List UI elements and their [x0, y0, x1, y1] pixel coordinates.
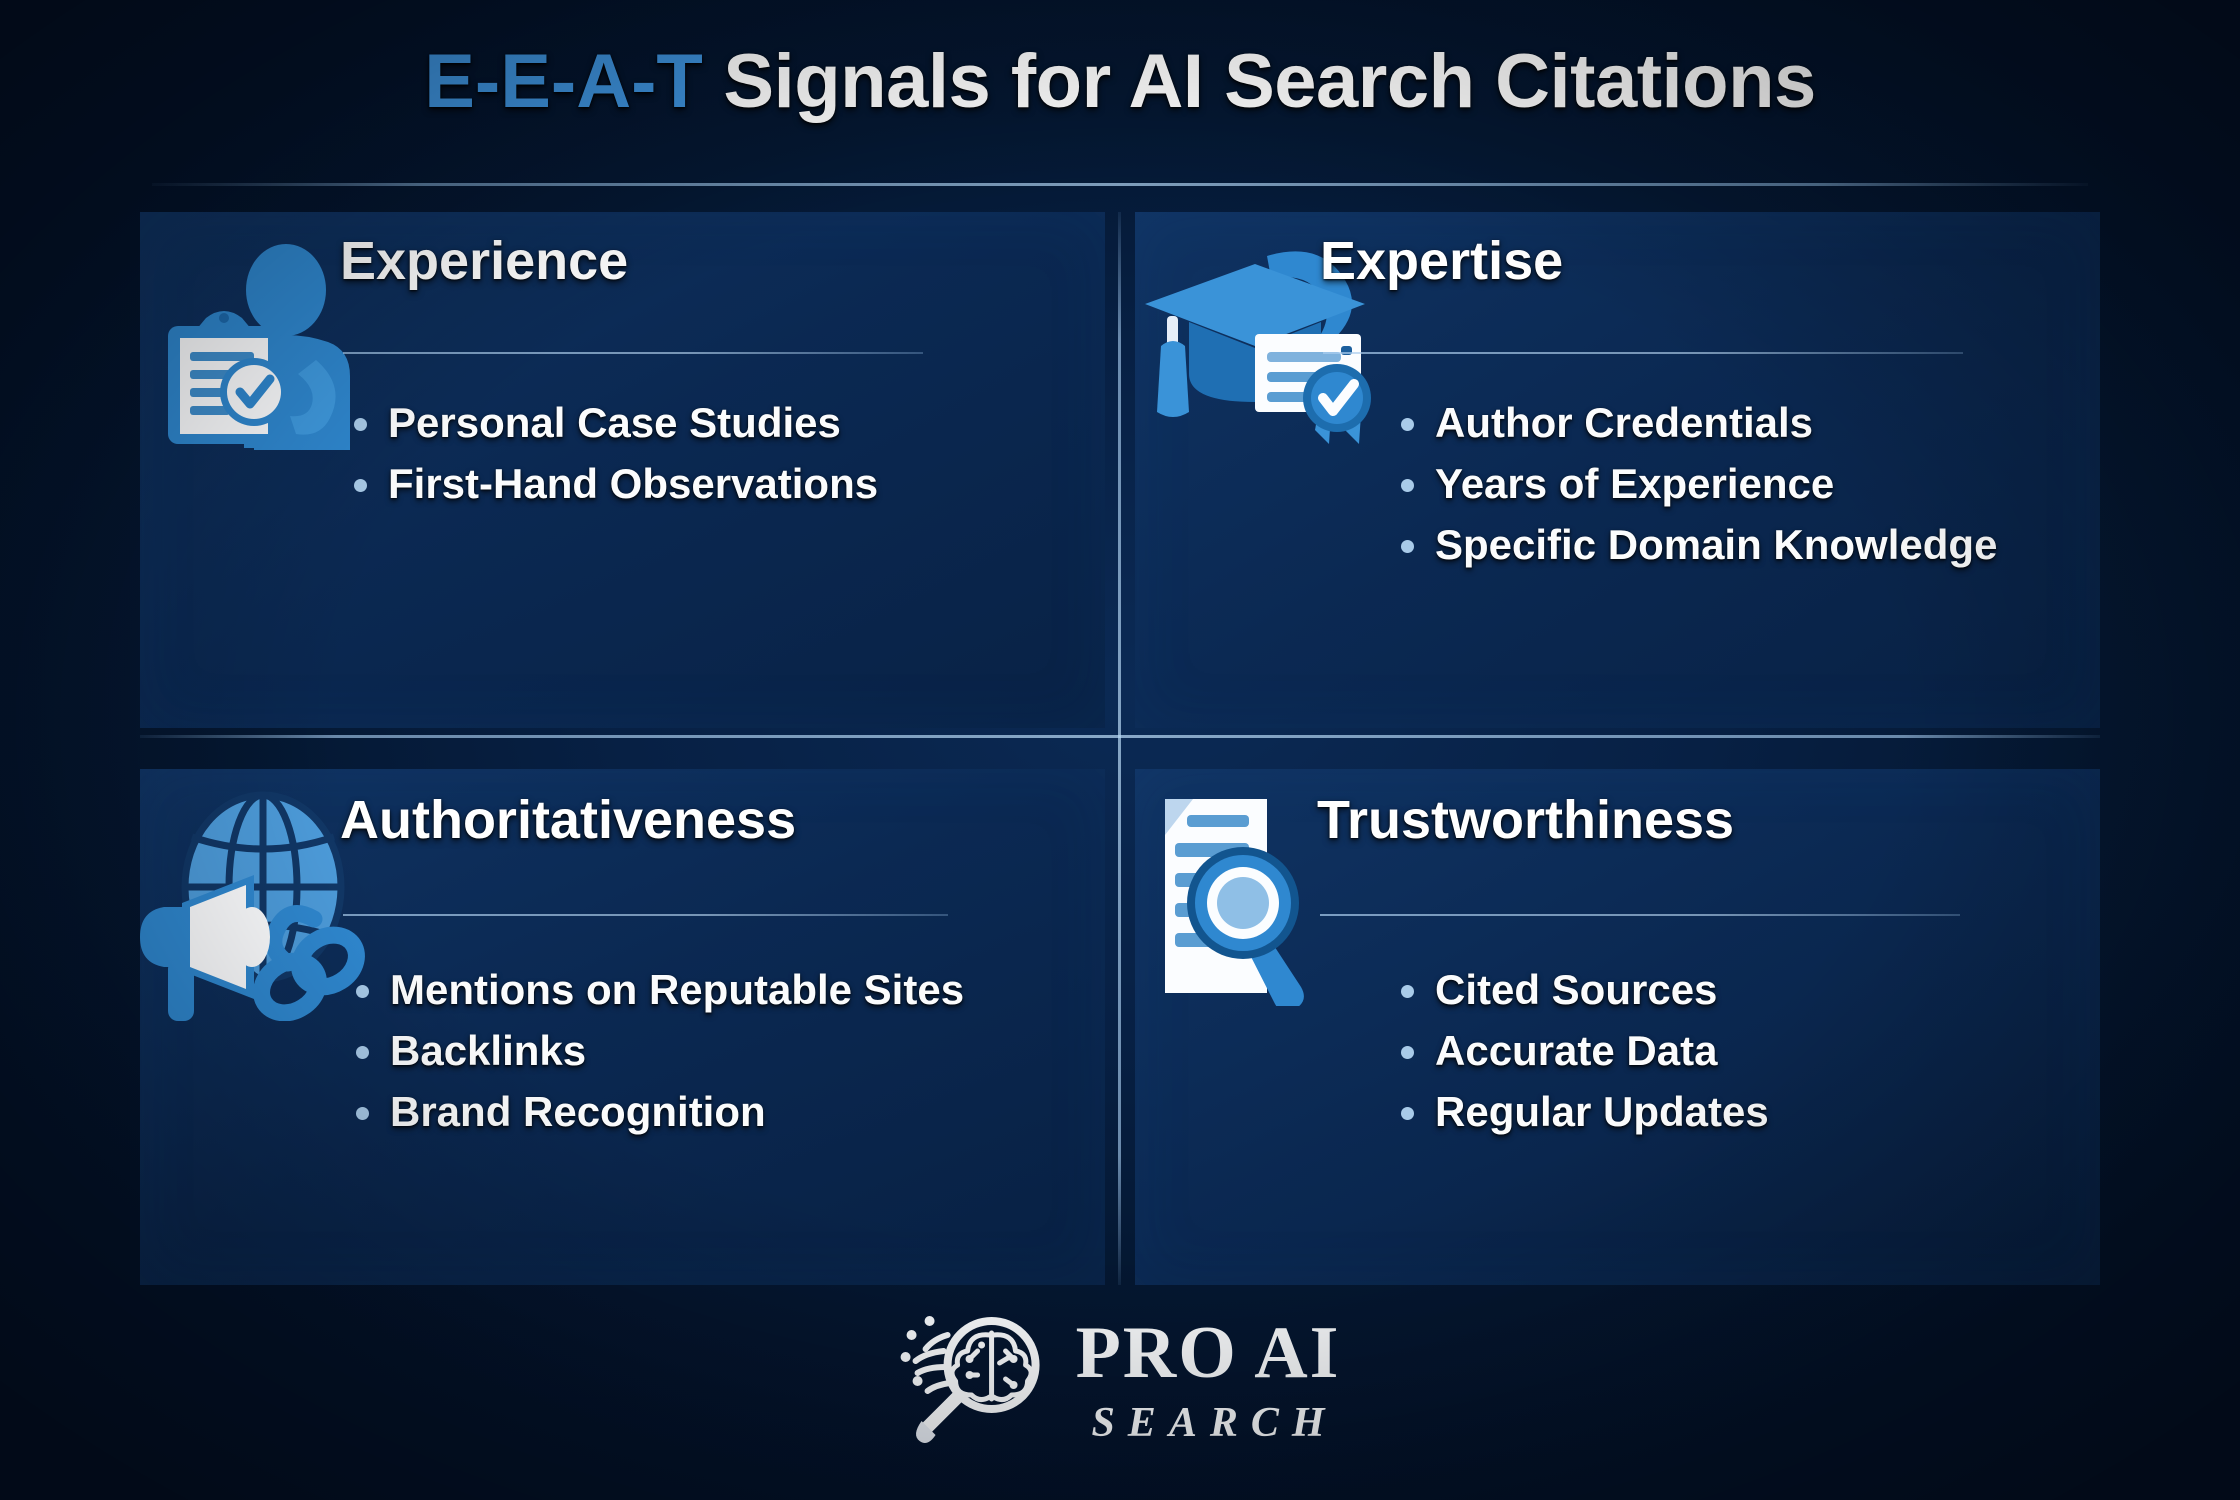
list-item: Specific Domain Knowledge: [1393, 524, 1997, 566]
card-authoritativeness[interactable]: Authoritativeness Mentions on Reputable …: [140, 769, 1105, 1285]
card-title-experience: Experience: [340, 231, 629, 291]
header: E-E-A-T Signals for AI Search Citations: [0, 0, 2240, 190]
brand-wordmark: PRO AI SEARCH: [1076, 1316, 1341, 1444]
grid-divider-horizontal: [140, 735, 2100, 738]
bullet-list-expertise: Author Credentials Years of Experience S…: [1393, 402, 1997, 585]
globe-megaphone-link-icon: [128, 791, 378, 1022]
list-item: Cited Sources: [1393, 969, 1769, 1011]
bullet-list-trustworthiness: Cited Sources Accurate Data Regular Upda…: [1393, 969, 1769, 1152]
card-experience[interactable]: Experience Personal Case Studies First-H…: [140, 212, 1105, 728]
list-item: Regular Updates: [1393, 1091, 1769, 1133]
bullet-list-authoritativeness: Mentions on Reputable Sites Backlinks Br…: [348, 969, 964, 1152]
card-expertise[interactable]: Expertise Author Credentials Years of Ex…: [1135, 212, 2100, 728]
grid-divider-vertical: [1118, 212, 1121, 1285]
header-divider: [152, 183, 2088, 186]
footer: PRO AI SEARCH: [0, 1295, 2240, 1500]
list-item: First-Hand Observations: [346, 463, 878, 505]
card-title-authoritativeness: Authoritativeness: [340, 790, 797, 850]
list-item: Accurate Data: [1393, 1030, 1769, 1072]
list-item: Brand Recognition: [348, 1091, 964, 1133]
card-trustworthiness[interactable]: Trustworthiness Cited Sources Accurate D…: [1135, 769, 2100, 1285]
brand-logo[interactable]: PRO AI SEARCH: [900, 1305, 1341, 1455]
card-title-underline: [343, 352, 923, 354]
list-item: Author Credentials: [1393, 402, 1997, 444]
card-title-expertise: Expertise: [1320, 231, 1564, 291]
list-item: Backlinks: [348, 1030, 964, 1072]
list-item: Personal Case Studies: [346, 402, 878, 444]
magnifier-brain-circuit-icon: [900, 1305, 1050, 1455]
bullet-list-experience: Personal Case Studies First-Hand Observa…: [346, 402, 878, 524]
card-title-underline: [343, 914, 948, 916]
document-magnifier-icon: [1143, 791, 1358, 1012]
quadrant-grid: Experience Personal Case Studies First-H…: [140, 212, 2100, 1285]
list-item: Mentions on Reputable Sites: [348, 969, 964, 1011]
list-item: Years of Experience: [1393, 463, 1997, 505]
card-title-underline: [1320, 914, 1960, 916]
person-with-clipboard-check-icon: [158, 240, 388, 450]
graduation-cap-certificate-icon: [1137, 242, 1377, 457]
card-title-trustworthiness: Trustworthiness: [1317, 790, 1735, 850]
card-title-underline: [1323, 352, 1963, 354]
page-title-rest: Signals for AI Search Citations: [702, 39, 1816, 124]
page-title: E-E-A-T Signals for AI Search Citations: [0, 38, 2240, 125]
brand-primary: PRO AI: [1075, 1312, 1341, 1394]
page-title-accent: E-E-A-T: [424, 39, 703, 124]
brand-secondary: SEARCH: [1091, 1400, 1338, 1446]
